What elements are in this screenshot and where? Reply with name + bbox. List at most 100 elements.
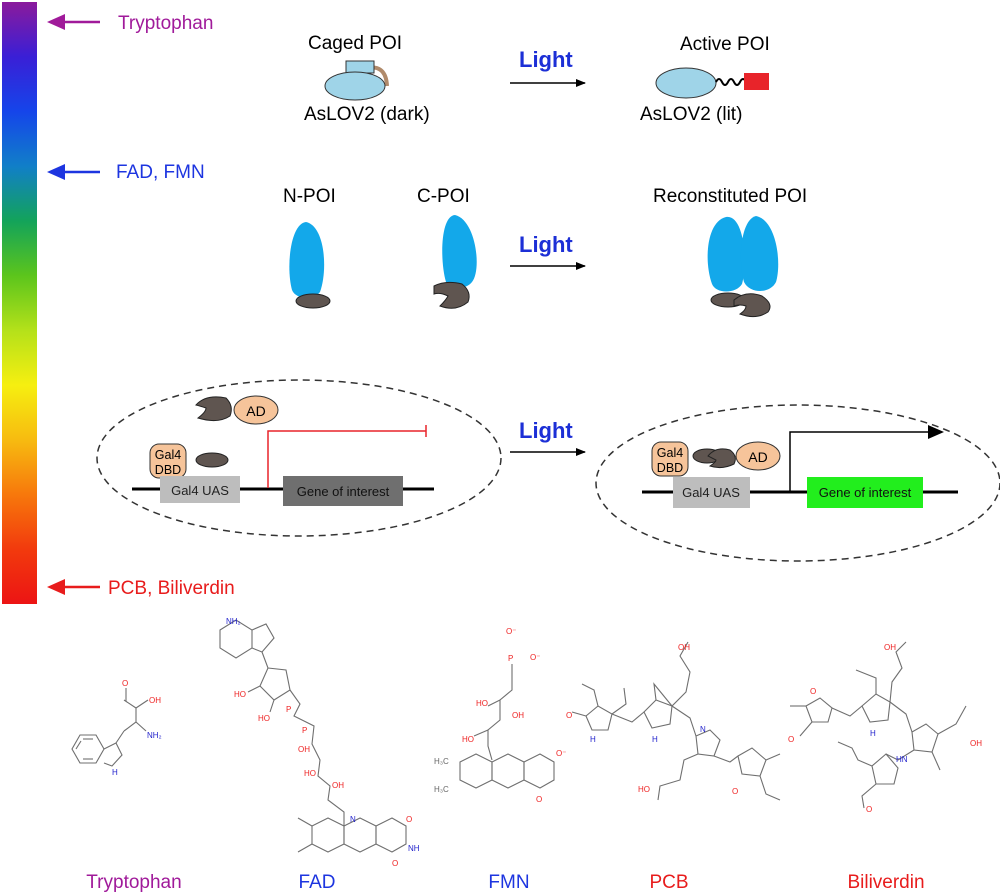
- active-effector: [744, 73, 769, 90]
- spectrum-bar: [2, 2, 37, 604]
- structure-pcb: O H H OH N HO O: [566, 641, 781, 801]
- dark-dbd-partner: [195, 452, 229, 468]
- aslov2-dark-domain: [324, 71, 386, 101]
- marker-label: Tryptophan: [118, 13, 213, 34]
- reconstituted-c-fragment: [740, 216, 779, 291]
- active-promoter-line: [789, 431, 938, 491]
- dark-dbd-label-line2: DBD: [155, 463, 181, 477]
- fmn-o-minus-2: O⁻: [530, 653, 540, 662]
- fad-oh-1: OH: [298, 745, 310, 754]
- reconstituted-poi-label: Reconstituted POI: [653, 186, 807, 207]
- panel-split: N-POI C-POI Reconstituted POI Light: [283, 186, 807, 318]
- lit-ad-partner: [707, 448, 736, 469]
- cell-lit: [595, 404, 1000, 562]
- fad-o2: O: [392, 859, 398, 868]
- lit-goi-box: [807, 477, 923, 508]
- lit-dbd-label-line2: DBD: [657, 461, 683, 475]
- marker-arrowhead: [47, 164, 65, 180]
- fad-ho-2: HO: [258, 714, 270, 723]
- fmn-p: P: [508, 654, 513, 663]
- dark-uas-box: [160, 476, 240, 503]
- fad-n1: N: [350, 815, 356, 824]
- fmn-ho-1: HO: [476, 699, 488, 708]
- trp-nh2: NH₂: [147, 731, 162, 740]
- caged-poi-label: Caged POI: [308, 33, 402, 54]
- lit-uas-label: Gal4 UAS: [682, 485, 740, 500]
- cell-dark: [96, 379, 502, 537]
- pcb-oh-1: OH: [678, 643, 690, 652]
- active-promoter-arrowhead: [928, 425, 944, 439]
- fmn-ho-2: HO: [462, 735, 474, 744]
- fad-p2: P: [302, 726, 307, 735]
- light-label-1: Light: [519, 47, 573, 72]
- dark-dbd-label-line1: Gal4: [155, 448, 181, 462]
- n-partner-domain: [295, 293, 331, 309]
- n-poi-fragment: [289, 222, 325, 298]
- aslov2-dark-label: AsLOV2 (dark): [304, 104, 430, 125]
- panel-transcription: AD Gal4 DBD Gal4 UAS Gene of interest Li…: [96, 379, 1000, 562]
- reconstituted-n-fragment: [707, 216, 745, 292]
- active-poi-label: Active POI: [680, 34, 770, 55]
- caption-fmn: FMN: [488, 872, 529, 893]
- unfolded-linker: [715, 78, 747, 86]
- bv-hn-1: H: [870, 729, 876, 738]
- caption-biliverdin: Biliverdin: [847, 872, 924, 893]
- fad-nh2: NH₂: [226, 617, 241, 626]
- dark-ad-label: AD: [246, 403, 265, 419]
- bv-o-3: O: [866, 805, 872, 814]
- molecule-captions: Tryptophan FAD FMN PCB Biliverdin: [86, 872, 924, 893]
- trp-o: O: [122, 679, 128, 688]
- caption-fad: FAD: [299, 872, 336, 893]
- dark-uas-label: Gal4 UAS: [171, 483, 229, 498]
- c-poi-fragment: [442, 215, 477, 288]
- fad-oh-2: OH: [332, 781, 344, 790]
- marker-label: PCB, Biliverdin: [108, 578, 235, 599]
- fad-nh: NH: [408, 844, 420, 853]
- light-label-3: Light: [519, 418, 573, 443]
- structure-biliverdin: O O H OH OH HN O: [788, 641, 982, 814]
- fad-p1: P: [286, 705, 291, 714]
- marker-bilin: PCB, Biliverdin: [47, 578, 235, 599]
- marker-tryptophan: Tryptophan: [47, 13, 213, 34]
- lit-ad-domain: [735, 441, 781, 471]
- n-poi-label: N-POI: [283, 186, 336, 207]
- pcb-o-2: O: [732, 787, 738, 796]
- bv-hn-2: HN: [896, 755, 908, 764]
- fmn-oh: OH: [512, 711, 524, 720]
- caged-effector: [345, 60, 375, 74]
- structure-fmn: P O⁻ O⁻ HO HO OH O⁻ O H₃C H₃C: [434, 627, 566, 804]
- bv-oh-2: OH: [970, 739, 982, 748]
- light-label-2: Light: [519, 232, 573, 257]
- fad-ho-1: HO: [234, 690, 246, 699]
- dark-ad-partner: [195, 396, 232, 422]
- lit-ad-label: AD: [748, 449, 767, 465]
- caption-tryptophan: Tryptophan: [86, 872, 181, 893]
- marker-arrowhead: [47, 14, 65, 30]
- structure-tryptophan: OH O NH₂ H: [71, 679, 162, 777]
- structure-fad: NH₂ HO HO P P OH HO OH N O O NH: [219, 617, 420, 868]
- pcb-n: N: [700, 725, 706, 734]
- fmn-h3c-2: H₃C: [434, 785, 449, 794]
- trp-nh: H: [112, 768, 118, 777]
- aslov2-lit-label: AsLOV2 (lit): [640, 104, 742, 125]
- pcb-o-1: O: [566, 711, 572, 720]
- aslov2-lit-domain: [655, 67, 717, 99]
- fmn-o-minus-3: O⁻: [556, 749, 566, 758]
- marker-flavin: FAD, FMN: [47, 162, 205, 183]
- repressed-promoter-line: [267, 430, 426, 488]
- lit-uas-box: [673, 477, 750, 508]
- lit-goi-label: Gene of interest: [819, 485, 912, 500]
- marker-label: FAD, FMN: [116, 162, 205, 183]
- fad-ho-3: HO: [304, 769, 316, 778]
- reconstituted-c-partner: [733, 293, 771, 318]
- pcb-hn-2: H: [652, 735, 658, 744]
- bv-o-2: O: [788, 735, 794, 744]
- fmn-o: O: [536, 795, 542, 804]
- dark-goi-label: Gene of interest: [297, 484, 390, 499]
- c-poi-label: C-POI: [417, 186, 470, 207]
- dark-goi-box: [283, 476, 403, 506]
- lit-dbd-label-line1: Gal4: [657, 446, 683, 460]
- spectrum-bar-group: Tryptophan FAD, FMN PCB, Biliverdin: [2, 2, 235, 604]
- pcb-ho: HO: [638, 785, 650, 794]
